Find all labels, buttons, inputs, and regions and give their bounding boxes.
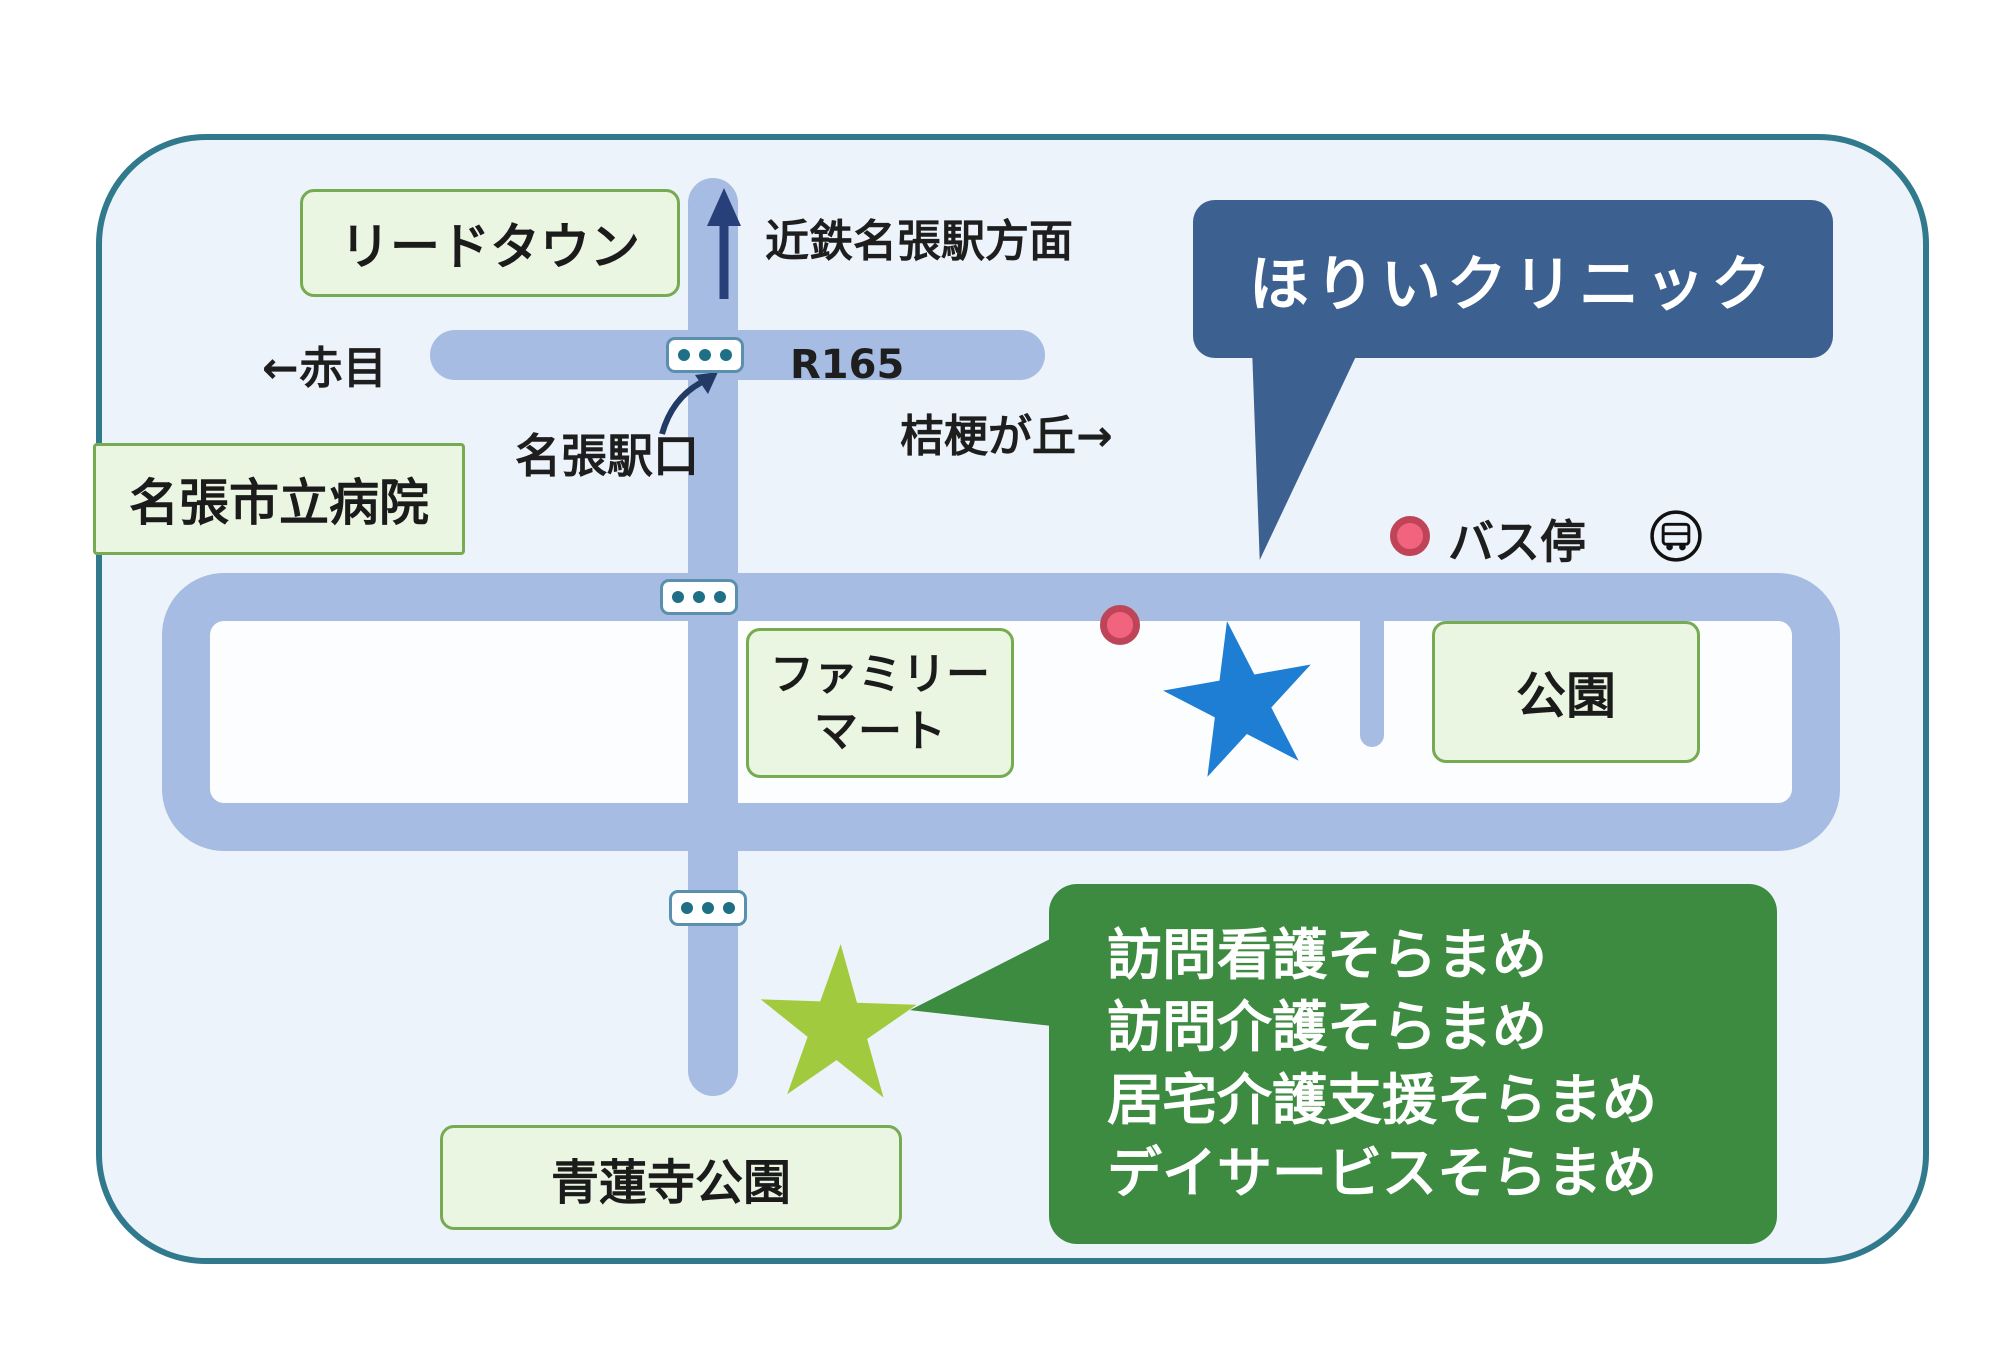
- signal-light: [678, 349, 690, 361]
- traffic-signal-icon: [660, 579, 738, 615]
- place-label: 名張市立病院: [129, 474, 429, 532]
- place-label-line1: ファミリー: [770, 648, 990, 700]
- station-entrance-label: 名張駅口: [515, 429, 699, 483]
- place-family-mart: ファミリー マート: [746, 628, 1014, 778]
- clinic-name: ほりいクリニック: [1249, 249, 1777, 320]
- soramame-service-line: 訪問介護そらまめ: [1107, 995, 1548, 1060]
- soramame-service-line: 居宅介護支援そらまめ: [1107, 1068, 1658, 1132]
- up-arrow-icon: [707, 188, 741, 299]
- bus-stop-dot-icon: [1390, 516, 1430, 556]
- curved-arrow-icon: [659, 372, 718, 435]
- soramame-service-line: デイサービスそらまめ: [1107, 1140, 1658, 1205]
- signal-light: [702, 902, 714, 914]
- signal-light: [693, 591, 705, 603]
- side-street: [1360, 595, 1384, 747]
- place-label: 青蓮寺公園: [550, 1154, 791, 1211]
- bus-icon: [1650, 510, 1702, 562]
- place-city-hospital: 名張市立病院: [93, 443, 465, 555]
- signal-light: [681, 902, 693, 914]
- signal-light: [714, 591, 726, 603]
- route-number-label: R165: [790, 342, 905, 388]
- bus-stop-dot-icon: [1100, 605, 1140, 645]
- soramame-callout: 訪問看護そらまめ 訪問介護そらまめ 居宅介護支援そらまめ デイサービスそらまめ: [1049, 884, 1777, 1244]
- place-lead-town: リードタウン: [300, 189, 680, 297]
- traffic-signal-icon: [669, 890, 747, 926]
- traffic-signal-icon: [666, 337, 744, 373]
- place-label: リードタウン: [340, 218, 640, 276]
- main-road-vertical: [688, 178, 738, 1096]
- direction-to-akame: ←赤目: [262, 343, 387, 394]
- place-shorenji-park: 青蓮寺公園: [440, 1125, 902, 1230]
- direction-to-kikyogaoka: 桔梗が丘→: [900, 411, 1113, 462]
- soramame-service-line: 訪問看護そらまめ: [1107, 922, 1548, 987]
- place-label-line2: マート: [814, 706, 946, 757]
- direction-to-station: 近鉄名張駅方面: [765, 216, 1073, 267]
- ring-road: [162, 573, 1840, 851]
- clinic-callout: ほりいクリニック: [1193, 200, 1833, 358]
- signal-light: [699, 349, 711, 361]
- signal-light: [720, 349, 732, 361]
- place-park: 公園: [1432, 621, 1700, 763]
- bus-stop-label: バス停: [1448, 515, 1586, 569]
- place-label: 公園: [1516, 667, 1616, 725]
- signal-light: [672, 591, 684, 603]
- signal-light: [723, 902, 735, 914]
